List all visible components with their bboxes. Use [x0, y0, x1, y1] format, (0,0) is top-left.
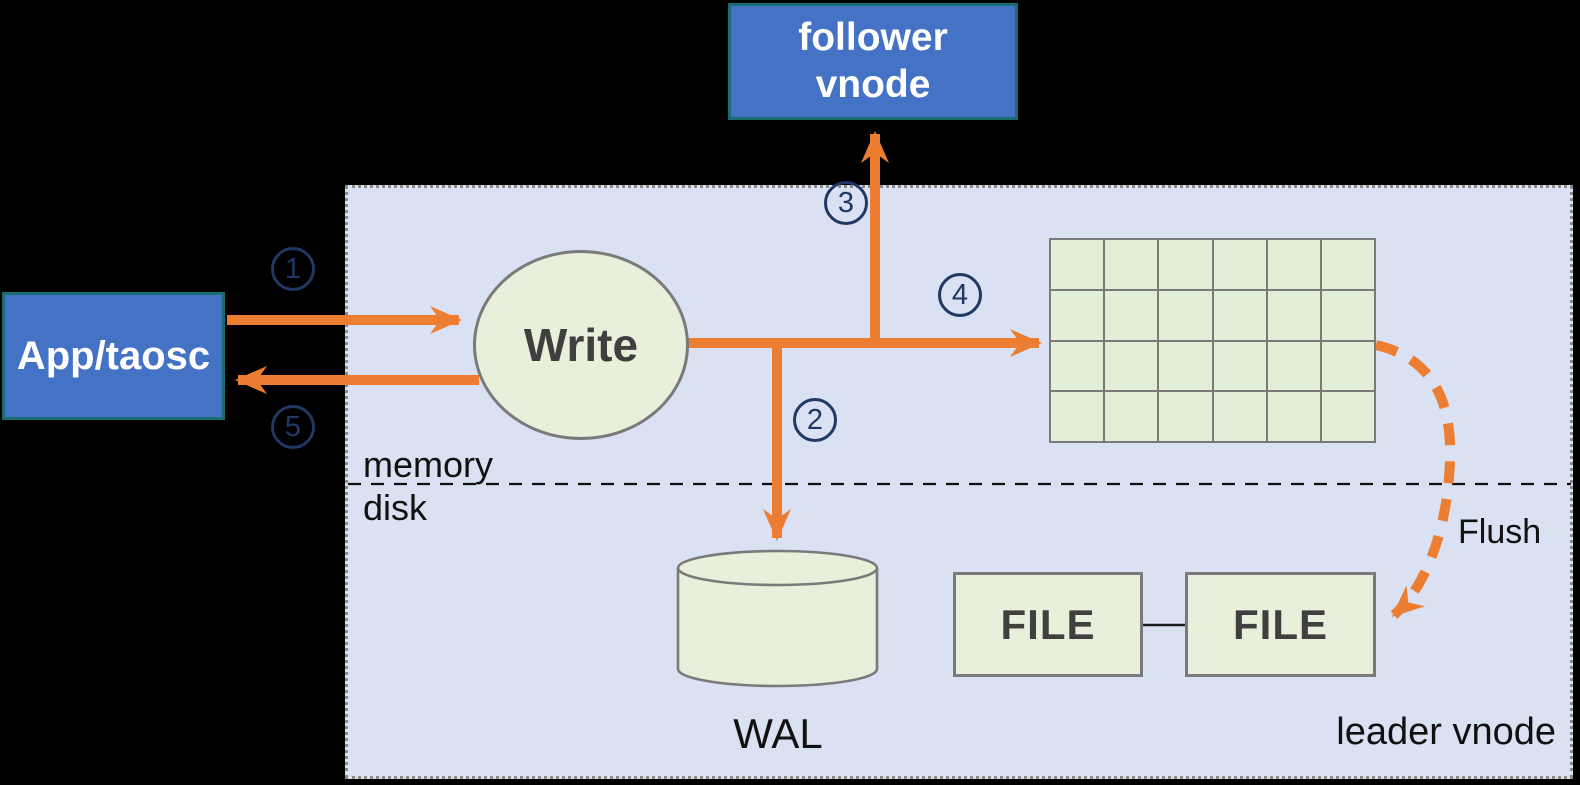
memtable-grid	[1049, 238, 1376, 443]
write-node: Write	[473, 250, 689, 440]
file-box-2: FILE	[1185, 572, 1376, 677]
app-taosc-label: App/taosc	[16, 333, 211, 378]
memtable-cell	[1267, 240, 1320, 289]
file-1-label: FILE	[1000, 600, 1096, 648]
write-label: Write	[523, 319, 639, 371]
wal-label: WAL	[733, 710, 823, 757]
step-badge-2: 2	[793, 398, 837, 442]
leader-vnode-label: leader vnode	[1336, 711, 1556, 753]
memtable-cell	[1159, 240, 1212, 289]
memtable-cell	[1213, 392, 1266, 441]
step-badge-1: 1	[271, 247, 315, 291]
memtable-cell	[1267, 290, 1320, 340]
memtable-cell	[1159, 392, 1212, 441]
memtable-cell	[1051, 240, 1104, 289]
memtable-cell	[1213, 240, 1266, 289]
memtable-cell	[1321, 341, 1374, 391]
step-badge-5: 5	[271, 405, 315, 449]
step-badge-3: 3	[824, 181, 868, 225]
memtable-cell	[1105, 392, 1158, 441]
memtable-cell	[1051, 341, 1104, 391]
memtable-cell	[1105, 341, 1158, 391]
disk-label: disk	[363, 487, 428, 528]
step-badge-4: 4	[938, 273, 982, 317]
file-2-label: FILE	[1233, 600, 1328, 648]
flush-label: Flush	[1458, 513, 1542, 551]
memtable-cell	[1213, 341, 1266, 391]
follower-vnode-label: follower vnode	[798, 15, 948, 106]
memtable-cell	[1213, 290, 1266, 340]
file-box-1: FILE	[953, 572, 1143, 677]
memtable-cell	[1159, 341, 1212, 391]
memtable-cell	[1051, 392, 1104, 441]
memtable-cell	[1267, 392, 1320, 441]
memtable-cell	[1267, 341, 1320, 391]
memtable-cell	[1321, 240, 1374, 289]
app-taosc-box: App/taosc	[2, 292, 225, 420]
memtable-cell	[1159, 290, 1212, 340]
memtable-cell	[1321, 290, 1374, 340]
memtable-cell	[1105, 290, 1158, 340]
follower-vnode-box: follower vnode	[728, 3, 1018, 120]
memory-label: memory	[363, 444, 494, 485]
memtable-cell	[1321, 392, 1374, 441]
memtable-cell	[1051, 290, 1104, 340]
memtable-cell	[1105, 240, 1158, 289]
